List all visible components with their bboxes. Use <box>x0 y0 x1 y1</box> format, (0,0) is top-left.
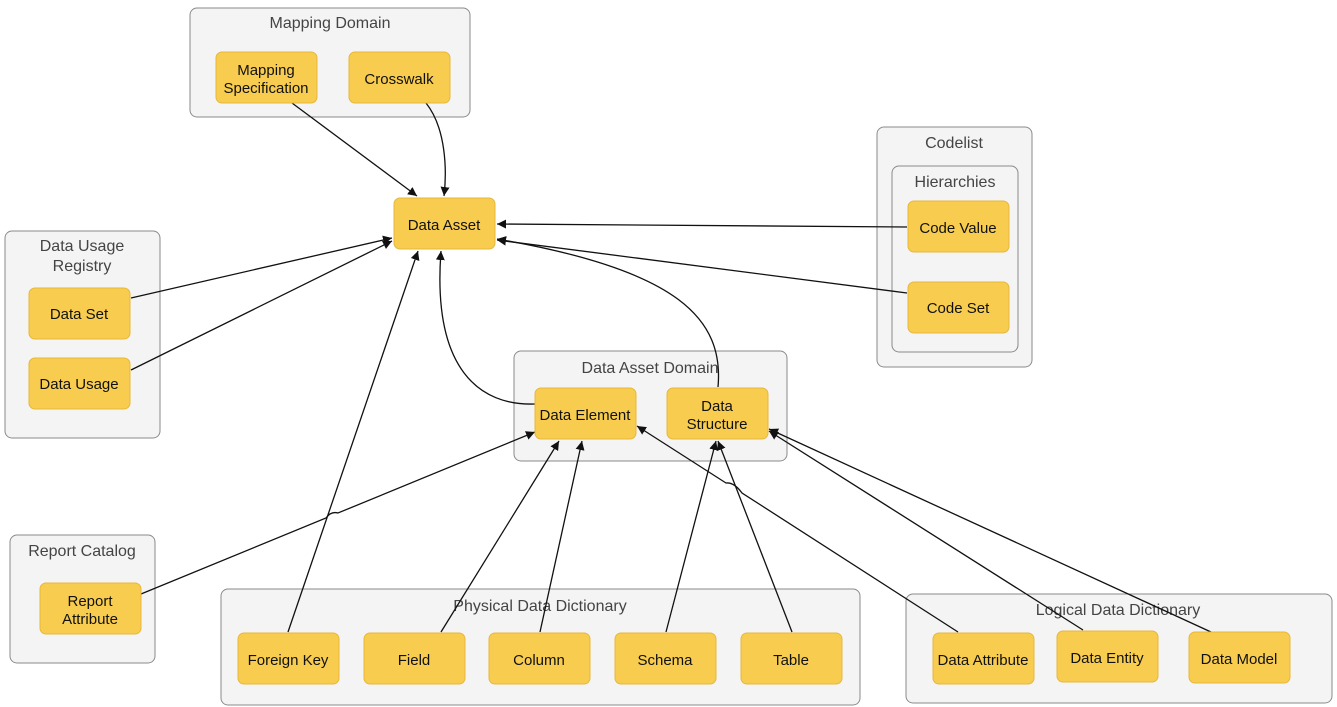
edges <box>130 102 1212 633</box>
edge-foreign-key-to-data-asset <box>287 250 420 633</box>
edge-data-entity-to-data-structure <box>768 430 1084 631</box>
edge-schema-to-data-structure <box>665 440 719 633</box>
node-label-line-2: Specification <box>223 80 308 97</box>
node-data-element[interactable]: Data Element <box>534 387 637 440</box>
node-label: Data Usage <box>39 376 118 393</box>
node-label: Schema <box>637 652 693 669</box>
edge-data-usage-to-data-asset <box>130 240 393 371</box>
node-label-line-1: Data <box>701 398 733 415</box>
node-label-line-2: Attribute <box>62 611 118 628</box>
node-label: Table <box>773 652 809 669</box>
group-title-line-2: Registry <box>53 258 112 275</box>
group-title: Mapping Domain <box>270 15 391 32</box>
group-title: Report Catalog <box>28 543 136 560</box>
group-title: Physical Data Dictionary <box>453 598 626 615</box>
node-code-value[interactable]: Code Value <box>907 200 1010 253</box>
node-mapping-specification[interactable]: Mapping Specification <box>215 51 318 104</box>
edge-report-attribute-to-data-element <box>140 431 536 595</box>
node-report-attribute[interactable]: Report Attribute <box>39 582 142 635</box>
node-crosswalk[interactable]: Crosswalk <box>348 51 451 104</box>
edge-data-attribute-to-data-element <box>636 425 959 633</box>
node-code-set[interactable]: Code Set <box>907 281 1010 334</box>
edge-field-to-data-element <box>440 440 560 633</box>
node-column[interactable]: Column <box>488 632 591 685</box>
edge-table-to-data-structure <box>717 440 793 633</box>
node-label: Data Element <box>540 407 632 424</box>
node-label-line-1: Report <box>67 593 113 610</box>
node-label: Data Model <box>1201 651 1278 668</box>
node-label: Code Set <box>927 300 990 317</box>
node-label: Column <box>513 652 565 669</box>
edge-mapping-specification-to-data-asset <box>291 102 418 197</box>
node-field[interactable]: Field <box>363 632 466 685</box>
node-data-asset[interactable]: Data Asset <box>393 197 496 250</box>
group-title: Hierarchies <box>915 174 996 191</box>
edge-code-value-to-data-asset <box>496 219 908 229</box>
node-foreign-key[interactable]: Foreign Key <box>237 632 340 685</box>
edge-data-element-to-data-asset <box>435 250 536 405</box>
node-label: Data Entity <box>1070 650 1144 667</box>
edge-code-set-to-data-asset <box>496 236 908 294</box>
group-title: Logical Data Dictionary <box>1036 602 1201 619</box>
node-label: Data Asset <box>408 217 481 234</box>
edge-column-to-data-element <box>539 440 585 633</box>
edge-data-set-to-data-asset <box>130 235 393 299</box>
edge-data-structure-to-data-asset <box>496 236 720 388</box>
node-label: Data Set <box>50 306 109 323</box>
node-schema[interactable]: Schema <box>614 632 717 685</box>
node-label: Field <box>398 652 431 669</box>
node-data-structure[interactable]: Data Structure <box>666 387 769 440</box>
group-title: Data Asset Domain <box>582 360 719 377</box>
node-label: Code Value <box>919 220 996 237</box>
group-title: Codelist <box>925 135 983 152</box>
node-label: Foreign Key <box>248 652 329 669</box>
node-label-line-1: Mapping <box>237 62 295 79</box>
node-table[interactable]: Table <box>740 632 843 685</box>
group-title-line-1: Data Usage <box>40 238 125 255</box>
edge-crosswalk-to-data-asset <box>425 102 450 197</box>
edge-data-model-to-data-structure <box>768 428 1212 633</box>
node-data-set[interactable]: Data Set <box>28 287 131 340</box>
node-data-usage[interactable]: Data Usage <box>28 357 131 410</box>
node-label: Data Attribute <box>938 652 1029 669</box>
node-data-entity[interactable]: Data Entity <box>1056 630 1159 683</box>
node-label-line-2: Structure <box>687 416 748 433</box>
node-label: Crosswalk <box>364 71 434 88</box>
node-data-attribute[interactable]: Data Attribute <box>932 632 1035 685</box>
node-data-model[interactable]: Data Model <box>1188 631 1291 684</box>
